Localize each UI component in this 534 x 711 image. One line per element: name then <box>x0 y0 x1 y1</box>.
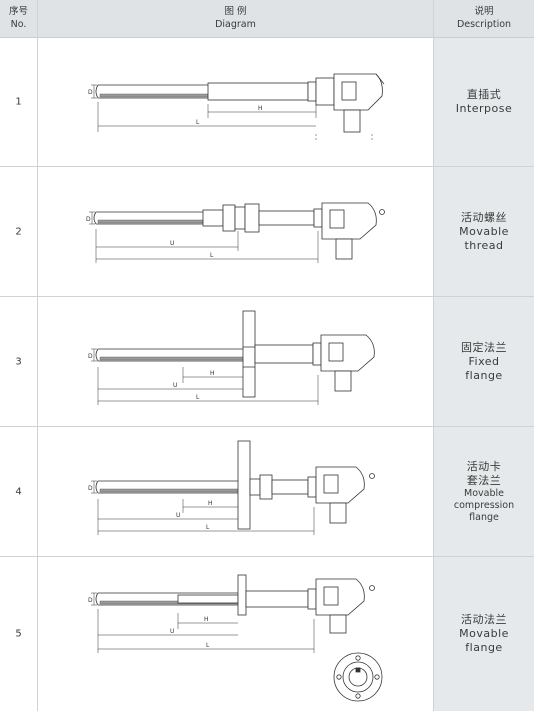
desc-cn-2: 套法兰 <box>466 473 502 487</box>
desc-en-2: flange <box>465 641 503 654</box>
dim-h-label: H <box>204 616 209 623</box>
dim-d-label: D <box>88 353 93 360</box>
row-number-cell: 3 <box>0 297 37 426</box>
table-row: 4 <box>0 427 534 557</box>
dim-u-label: U <box>173 382 177 389</box>
desc-en-1: Fixed <box>468 354 500 368</box>
row-number: 3 <box>15 356 22 367</box>
header-diagram-cn: 图 例 <box>224 6 247 17</box>
diagram-interpose: D H L <box>38 38 433 166</box>
desc-en-2: compression <box>453 499 515 511</box>
header-diagram-en: Diagram <box>215 19 256 30</box>
dim-h-label: H <box>258 105 263 112</box>
diagram-movable-thread: D U L <box>38 167 433 296</box>
header-no-cn: 序号 <box>8 6 28 17</box>
row-number-cell: 1 <box>0 38 37 166</box>
desc-en-1: Movable <box>459 224 509 238</box>
desc-cn: 固定法兰 <box>461 340 507 354</box>
dim-d-label: D <box>88 485 93 492</box>
description-cell: 活动螺丝 Movable thread <box>434 167 534 296</box>
dim-d-label: D <box>88 89 93 96</box>
dim-d-label: D <box>88 597 93 604</box>
description-cell: 直插式 Interpose <box>434 38 534 166</box>
header-diagram: 图 例 Diagram <box>38 0 433 38</box>
description-cell: 活动法兰 Movable flange <box>434 557 534 711</box>
dim-u-label: U <box>170 240 174 247</box>
desc-en-1: Interpose <box>455 102 513 115</box>
desc-en-3: flange <box>469 511 499 523</box>
table-row: 3 D H <box>0 297 534 427</box>
row-number: 4 <box>15 486 22 497</box>
description-cell: 固定法兰 Fixed flange <box>434 297 534 426</box>
table-row: 1 <box>0 38 534 167</box>
desc-en-2: flange <box>465 368 503 382</box>
description-cell: 活动卡 套法兰 Movable compression flange <box>434 427 534 556</box>
diagram-drawing: D H L <box>88 73 385 142</box>
row-number: 5 <box>15 628 22 640</box>
column-divider <box>37 0 38 711</box>
desc-en-2: thread <box>464 238 504 252</box>
row-number: 1 <box>15 96 22 108</box>
header-desc-cn: 说明 <box>474 6 494 17</box>
desc-en-1: Movable <box>464 487 504 499</box>
column-divider <box>433 0 434 711</box>
diagram-drawing: D U L <box>86 202 385 263</box>
desc-cn: 活动法兰 <box>461 613 507 626</box>
row-number-cell: 4 <box>0 427 37 556</box>
desc-cn-1: 活动卡 <box>466 459 502 473</box>
diagram-movable-compression-flange: D H U L <box>38 427 433 556</box>
table-row: 5 <box>0 557 534 711</box>
diagram-drawing: D H U L <box>88 310 375 405</box>
diagram-drawing: D H U L <box>88 574 383 702</box>
diagram-fixed-flange: D H U L <box>38 297 433 426</box>
dim-l-label: L <box>196 119 200 126</box>
desc-en-1: Movable <box>459 627 509 640</box>
desc-cn: 直插式 <box>466 88 502 101</box>
header-no: 序号 No. <box>0 0 37 38</box>
dim-d-label: D <box>86 216 91 223</box>
diagram-drawing: D H U L <box>88 440 375 535</box>
dim-l-label: L <box>206 524 210 531</box>
dim-u-label: U <box>170 628 174 635</box>
table-row: 2 <box>0 167 534 297</box>
dim-l-label: L <box>206 642 210 649</box>
row-number: 2 <box>15 226 22 237</box>
row-number-cell: 2 <box>0 167 37 296</box>
dim-l-label: L <box>210 252 214 259</box>
diagram-movable-flange: D H U L <box>38 557 433 711</box>
desc-cn: 活动螺丝 <box>461 210 507 224</box>
header-no-en: No. <box>10 19 27 30</box>
header-desc-en: Description <box>456 19 512 30</box>
row-number-cell: 5 <box>0 557 37 711</box>
header-description: 说明 Description <box>434 0 534 38</box>
dim-l-label: L <box>196 394 200 401</box>
dim-h-label: H <box>210 370 215 377</box>
dim-h-label: H <box>208 500 213 507</box>
dim-u-label: U <box>176 512 180 519</box>
